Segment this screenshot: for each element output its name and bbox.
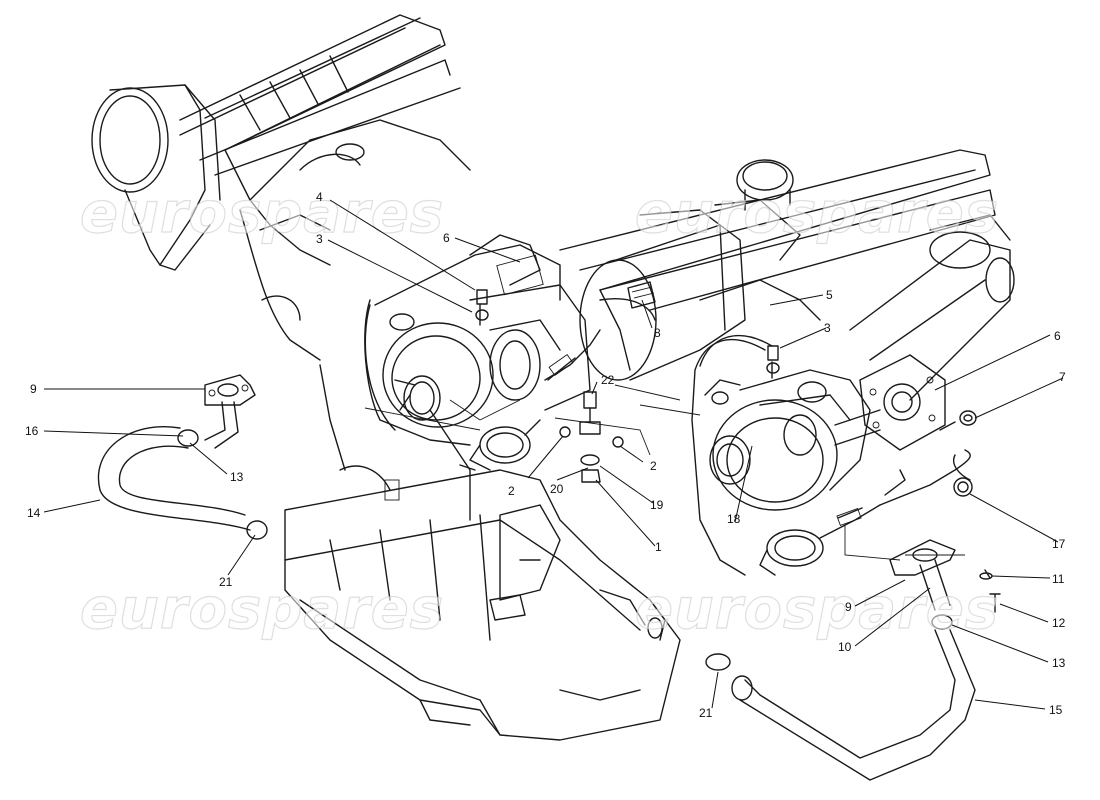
leader-lines xyxy=(43,199,1064,710)
callout-9: 9 xyxy=(845,600,852,614)
watermarks: eurospares eurospares eurospares eurospa… xyxy=(79,180,999,642)
heat-shield xyxy=(579,224,746,381)
callout-1: 1 xyxy=(655,540,662,554)
callout-8: 8 xyxy=(654,326,661,340)
fittings xyxy=(475,281,1001,613)
callout-6: 6 xyxy=(443,231,450,245)
left-wastegate-actuator xyxy=(459,419,541,471)
callout-15: 15 xyxy=(1049,703,1063,717)
callout-3: 3 xyxy=(316,232,323,246)
left-cylinder-bank xyxy=(179,14,471,361)
callout-16: 16 xyxy=(25,424,39,438)
callout-2: 2 xyxy=(508,484,515,498)
callout-7: 7 xyxy=(1059,370,1066,384)
callout-4: 4 xyxy=(316,190,323,204)
callout-21: 21 xyxy=(219,575,233,589)
right-turbo-flange xyxy=(859,354,946,451)
watermark-text: eurospares xyxy=(635,181,999,246)
right-turbocharger xyxy=(704,369,881,511)
engine-block-sump xyxy=(284,465,681,741)
callout-17: 17 xyxy=(1052,537,1066,551)
reference-lines xyxy=(364,384,965,561)
callout-20: 20 xyxy=(550,482,564,496)
callout-12: 12 xyxy=(1052,616,1066,630)
callout-13: 13 xyxy=(1052,656,1066,670)
watermark-text: eurospares xyxy=(80,181,444,246)
callout-18: 18 xyxy=(727,512,741,526)
left-breather-hose xyxy=(97,374,268,540)
callout-19: 19 xyxy=(650,498,664,512)
callout-9: 9 xyxy=(30,382,37,396)
callout-3: 3 xyxy=(824,321,831,335)
right-exhaust-manifold xyxy=(849,214,1015,401)
intake-trumpet xyxy=(91,84,221,271)
callout-6: 6 xyxy=(1054,329,1061,343)
crankcase-outline xyxy=(319,364,521,521)
watermark-text: eurospares xyxy=(635,577,999,642)
callout-labels: 9 16 13 14 21 4 3 6 8 5 3 6 7 22 2 2 20 … xyxy=(25,190,1066,720)
left-oil-pipe xyxy=(364,304,601,431)
right-breather-hose xyxy=(705,539,976,781)
callout-14: 14 xyxy=(27,506,41,520)
right-wastegate-actuator xyxy=(759,504,881,576)
callout-22: 22 xyxy=(601,373,615,387)
right-cylinder-bank xyxy=(559,149,996,371)
watermark-text: eurospares xyxy=(80,577,444,642)
callout-11: 11 xyxy=(1052,572,1065,586)
callout-10: 10 xyxy=(838,640,852,654)
callout-5: 5 xyxy=(826,288,833,302)
right-oil-pipe xyxy=(691,334,971,576)
callout-13: 13 xyxy=(230,470,244,484)
left-turbocharger xyxy=(364,234,591,446)
callout-2: 2 xyxy=(650,459,657,473)
callout-21: 21 xyxy=(699,706,713,720)
